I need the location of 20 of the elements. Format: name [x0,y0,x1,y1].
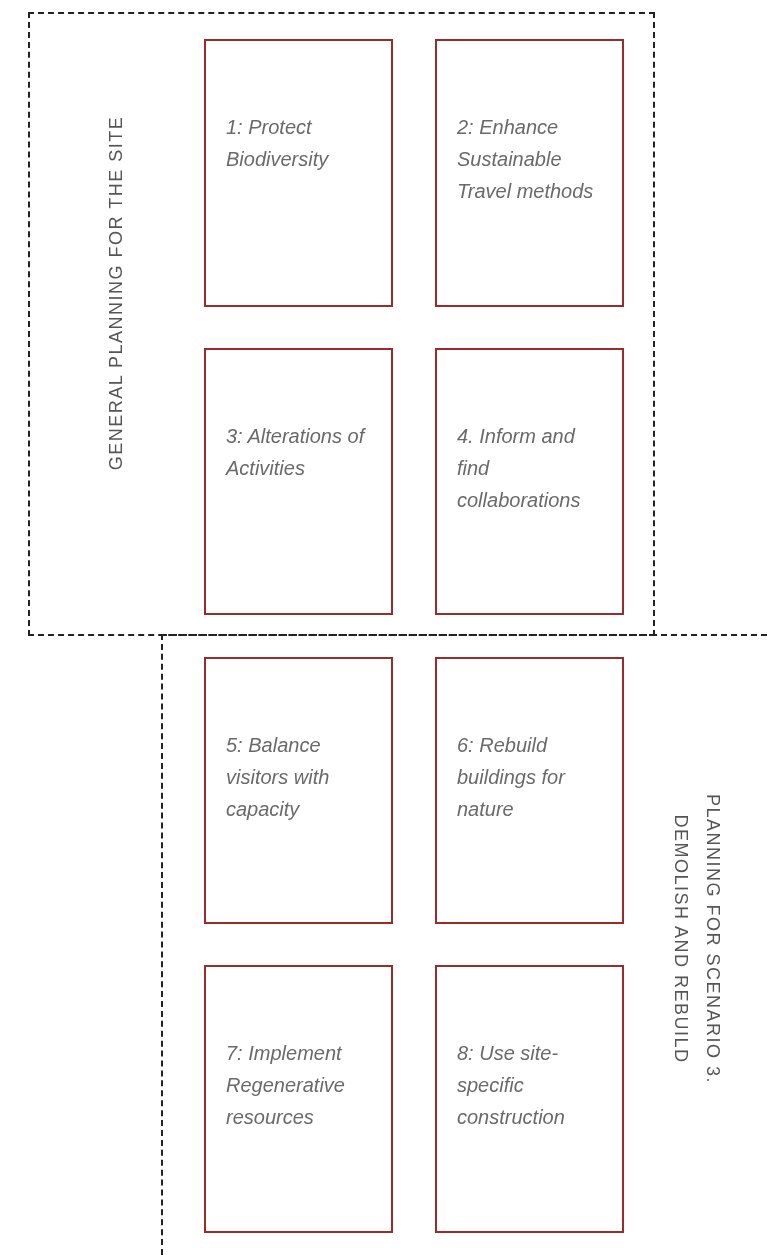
group-label: GENERAL PLANNING FOR THE SITE [105,114,127,473]
goal-card [435,348,624,615]
goal-card [435,657,624,924]
goal-card [204,965,393,1233]
goal-text: 1: Protect Biodiversity [226,115,330,172]
goal-text: 2: Enhance Sustainable Travel methods [457,115,595,204]
goal-card [204,657,393,924]
dashed-group-frame [28,12,655,636]
goal-card [435,965,624,1233]
goal-text: 8: Use site-specific construction [457,1041,566,1130]
goal-text: 3: Alterations of Activities [226,424,367,481]
group-label: PLANNING FOR SCENARIO 3. DEMOLISH AND REBUILD [670,792,724,1087]
goal-text: 5: Balance visitors with capacity [226,733,331,822]
goal-card [435,39,624,307]
goal-card [204,39,393,307]
dashed-group-frame [161,634,767,1255]
goal-card [204,348,393,615]
goal-text: 4. Inform and find collaborations [457,424,582,513]
goal-text: 7: Implement Regenerative resources [226,1041,346,1130]
goal-text: 6: Rebuild buildings for nature [457,733,567,822]
